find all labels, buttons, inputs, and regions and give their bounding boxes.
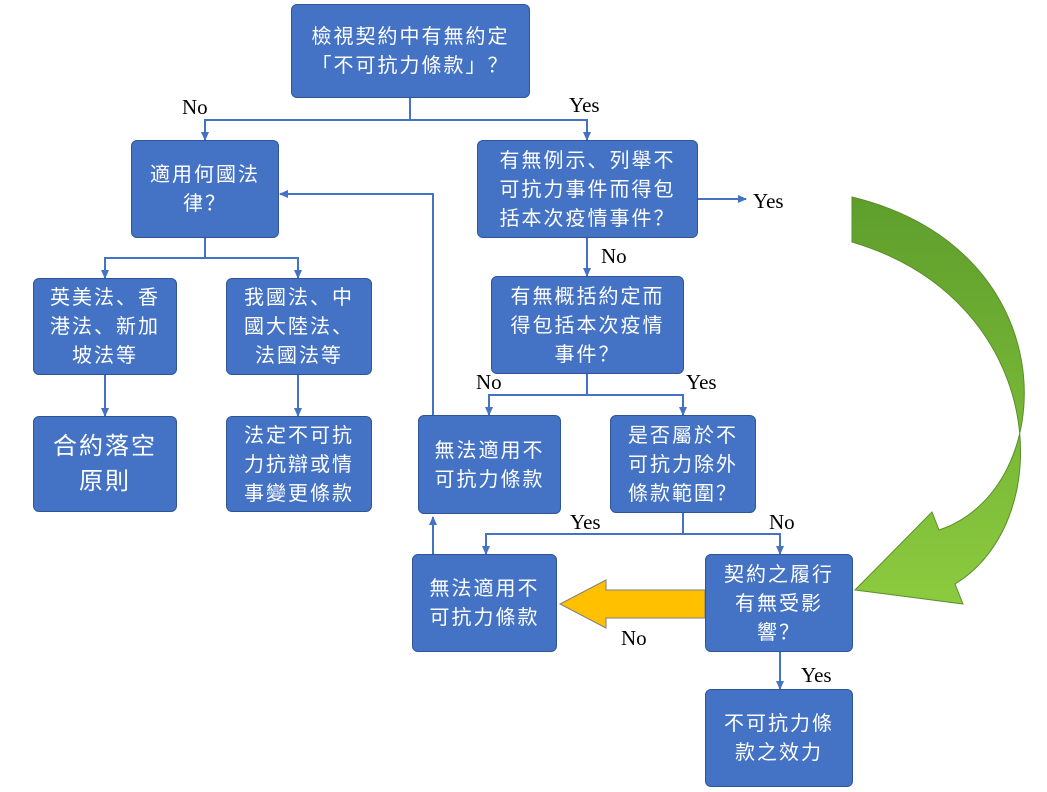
green-curved-arrow-icon (851, 196, 1025, 605)
label-root-yes: Yes (569, 93, 600, 117)
exclusion-clause-box: 是否屬於不 可抗力除外 條款範圍？ (610, 415, 756, 513)
statutory-force-majeure-box: 法定不可抗 力抗辯或情 事變更條款 (226, 416, 372, 512)
civil-law-box: 我國法、中 國大陸法、 法國法等 (226, 278, 372, 375)
governing-law-box: 適用何國法 律？ (131, 140, 279, 238)
label-performance-no: No (621, 626, 647, 650)
connector-law-common (101, 257, 205, 279)
frustration-doctrine-box: 合約落空 原則 (33, 416, 177, 512)
root-question-box: 檢視契約中有無約定 「不可抗力條款」？ (291, 4, 530, 98)
general-clause-box: 有無概括約定而 得包括本次疫情 事件？ (491, 276, 684, 374)
label-general-no: No (476, 370, 502, 394)
label-performance-yes: Yes (801, 663, 832, 687)
performance-affected-box: 契約之履行 有無受影響？ (705, 554, 853, 652)
common-law-box: 英美法、香 港法、新加 坡法等 (33, 278, 177, 375)
label-root-no: No (182, 95, 208, 119)
label-exclusion-no: No (769, 510, 795, 534)
force-majeure-effect-box: 不可抗力條 款之效力 (705, 689, 853, 787)
connector-law-civil (205, 257, 302, 279)
label-general-yes: Yes (686, 370, 717, 394)
connector-exclusion-no (683, 533, 784, 555)
connector-exclusion-yes (482, 533, 683, 555)
connector-na1-to-law (279, 190, 434, 415)
connector-general-yes (587, 394, 687, 416)
connector-root-no (201, 119, 410, 141)
label-exclusion-yes: Yes (570, 510, 601, 534)
label-enumerated-no: No (601, 244, 627, 268)
connector-general-no (485, 394, 587, 416)
not-applicable-box-1: 無法適用不 可抗力條款 (418, 415, 561, 514)
label-enumerated-yes: Yes (753, 189, 784, 213)
not-applicable-box-2: 無法適用不 可抗力條款 (412, 554, 557, 652)
connector-root-yes (410, 119, 591, 141)
yellow-arrow-icon (558, 579, 706, 629)
enumerated-events-box: 有無例示、列舉不 可抗力事件而得包 括本次疫情事件？ (477, 140, 698, 238)
